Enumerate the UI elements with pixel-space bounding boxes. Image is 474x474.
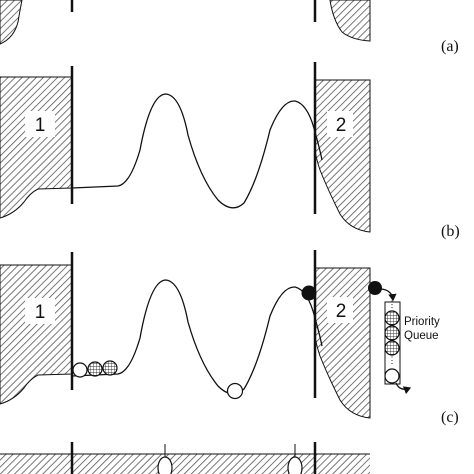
potential-curve [71, 93, 323, 209]
queue-label-line1: Priority [404, 316, 440, 328]
priority-queue: ⋮ ⋮ Priority Queue [368, 281, 440, 395]
particle-crosshatched [87, 361, 103, 377]
queue-arrow-icon [380, 288, 397, 302]
particle-open [226, 382, 244, 400]
queue-label-line2: Queue [404, 330, 439, 342]
hatched-region-1 [0, 264, 73, 405]
panel-c: 1 2 ⋮ ⋮ Priority Queue (c) [0, 250, 459, 426]
particle-open [384, 368, 400, 384]
region-label-1: 1 [35, 302, 46, 323]
panel-a: (a) [0, 0, 459, 55]
hatched-region-2 [314, 79, 371, 233]
queue-tube [384, 301, 401, 385]
particle-crosshatched [102, 360, 118, 376]
particle-crosshatched [384, 325, 400, 341]
panel-d [0, 442, 370, 474]
particle-open [157, 456, 173, 474]
region-label-1: 1 [35, 115, 46, 136]
hatched-region-bottom [0, 454, 370, 474]
panel-label-b: (b) [441, 223, 460, 240]
panel-b: 1 2 (b) [0, 62, 460, 240]
panel-label-c: (c) [441, 409, 459, 426]
panel-label-a: (a) [441, 38, 459, 55]
particle-crosshatched [384, 310, 400, 326]
region-label-2: 2 [336, 301, 347, 322]
particle-open [287, 456, 303, 474]
hatched-region-right [329, 0, 371, 42]
queue-dots: ⋮ [388, 299, 397, 309]
particle-crosshatched [384, 340, 400, 356]
queue-dots: ⋮ [388, 355, 397, 365]
potential-curve [71, 279, 323, 395]
hatched-region-left [0, 0, 23, 45]
hatched-region-2 [314, 267, 371, 419]
particle-open [72, 362, 88, 378]
particle-filled [301, 285, 317, 301]
hatched-region-1 [0, 76, 73, 219]
particle-filled [368, 281, 382, 295]
region-label-2: 2 [336, 115, 347, 136]
queue-arrow-icon [395, 382, 412, 395]
